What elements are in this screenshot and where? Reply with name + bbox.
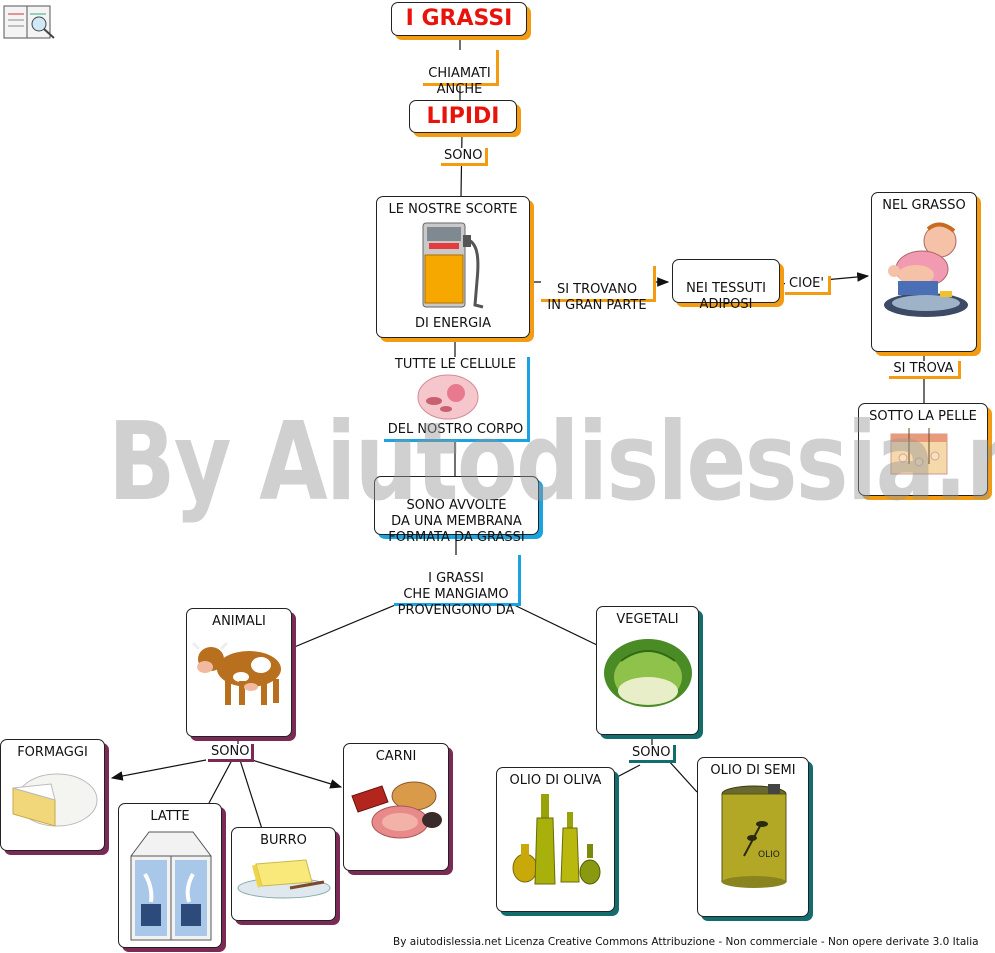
- node-i-grassi: I GRASSI: [391, 2, 527, 36]
- node-text: NEL GRASSO: [882, 198, 966, 213]
- node-nel-grasso: NEL GRASSO: [871, 192, 977, 352]
- link-text-bottom: DEL NOSTRO CORPO: [387, 422, 524, 437]
- link-text: SONO: [211, 744, 250, 759]
- can-label: OLIO: [758, 850, 780, 860]
- fat-person-icon: [882, 219, 970, 319]
- link-text: I GRASSI CHE MANGIAMO PROVENGONO DA: [397, 571, 515, 618]
- node-title: I GRASSI: [405, 6, 513, 31]
- link-text: SI TROVANO IN GRAN PARTE: [547, 282, 647, 313]
- link-text: SI TROVA: [893, 361, 954, 376]
- skin-icon: [889, 428, 951, 476]
- meat-icon: [348, 774, 446, 844]
- node-text: SOTTO LA PELLE: [869, 409, 977, 424]
- milk-carton-icon: [127, 828, 215, 942]
- node-text: OLIO DI OLIVA: [509, 773, 602, 788]
- link-label-sono-animali: SONO: [208, 744, 254, 762]
- node-text: LATTE: [150, 809, 190, 824]
- node-text: FORMAGGI: [17, 745, 88, 760]
- lettuce-icon: [601, 631, 695, 711]
- node-text: CARNI: [375, 749, 417, 764]
- node-animali: ANIMALI: [186, 608, 292, 737]
- node-scorte-energia: LE NOSTRE SCORTE DI ENERGIA: [376, 196, 530, 338]
- link-label-cellule: TUTTE LE CELLULE DEL NOSTRO CORPO: [384, 357, 530, 442]
- node-text: ANIMALI: [212, 614, 266, 629]
- node-text-top: LE NOSTRE SCORTE: [388, 202, 518, 217]
- node-text: VEGETALI: [616, 612, 679, 627]
- link-text: SONO: [444, 148, 483, 163]
- node-olio-semi: OLIO DI SEMI OLIO: [697, 757, 809, 917]
- link-text: CIOE': [789, 276, 824, 291]
- link-text: SONO: [632, 745, 671, 760]
- book-logo-icon: [2, 2, 58, 42]
- seed-oil-can-icon: OLIO: [714, 784, 798, 888]
- butter-icon: [236, 852, 332, 900]
- cheese-icon: [7, 766, 99, 832]
- node-text: BURRO: [260, 833, 307, 848]
- node-title: LIPIDI: [426, 104, 500, 129]
- watermark: By Aiutodislessia.net: [108, 400, 995, 525]
- node-formaggi: FORMAGGI: [0, 739, 105, 851]
- node-sotto-la-pelle: SOTTO LA PELLE: [858, 403, 988, 496]
- node-burro: BURRO: [231, 827, 336, 921]
- cell-icon: [416, 373, 480, 421]
- node-carni: CARNI: [343, 743, 449, 871]
- link-label-si-trovano: SI TROVANO IN GRAN PARTE: [541, 266, 656, 313]
- node-latte: LATTE: [118, 803, 222, 948]
- node-text: SONO AVVOLTE DA UNA MEMBRANA FORMATA DA …: [388, 498, 525, 545]
- license-footer: By aiutodislessia.net Licenza Creative C…: [393, 936, 979, 948]
- link-label-si-trova: SI TROVA: [889, 361, 961, 379]
- link-label-chiamati: CHIAMATI ANCHE: [423, 50, 499, 97]
- link-label-provengono: I GRASSI CHE MANGIAMO PROVENGONO DA: [394, 555, 521, 618]
- node-text-bottom: DI ENERGIA: [415, 316, 491, 331]
- fuel-pump-icon: [417, 221, 487, 311]
- olive-oil-bottles-icon: [509, 792, 605, 888]
- node-vegetali: VEGETALI: [596, 606, 699, 735]
- link-label-cioe: CIOE': [785, 276, 831, 295]
- node-lipidi: LIPIDI: [409, 100, 517, 133]
- link-text-top: TUTTE LE CELLULE: [394, 357, 517, 372]
- link-text: CHIAMATI ANCHE: [428, 66, 491, 97]
- cow-icon: [191, 637, 287, 711]
- node-tessuti-adiposi: NEI TESSUTI ADIPOSI: [672, 259, 780, 312]
- node-olio-oliva: OLIO DI OLIVA: [496, 767, 615, 912]
- node-text: NEI TESSUTI ADIPOSI: [686, 281, 766, 312]
- link-label-sono: SONO: [441, 148, 488, 166]
- node-membrana: SONO AVVOLTE DA UNA MEMBRANA FORMATA DA …: [374, 476, 539, 545]
- link-label-sono-vegetali: SONO: [629, 745, 676, 763]
- node-text: OLIO DI SEMI: [710, 763, 796, 778]
